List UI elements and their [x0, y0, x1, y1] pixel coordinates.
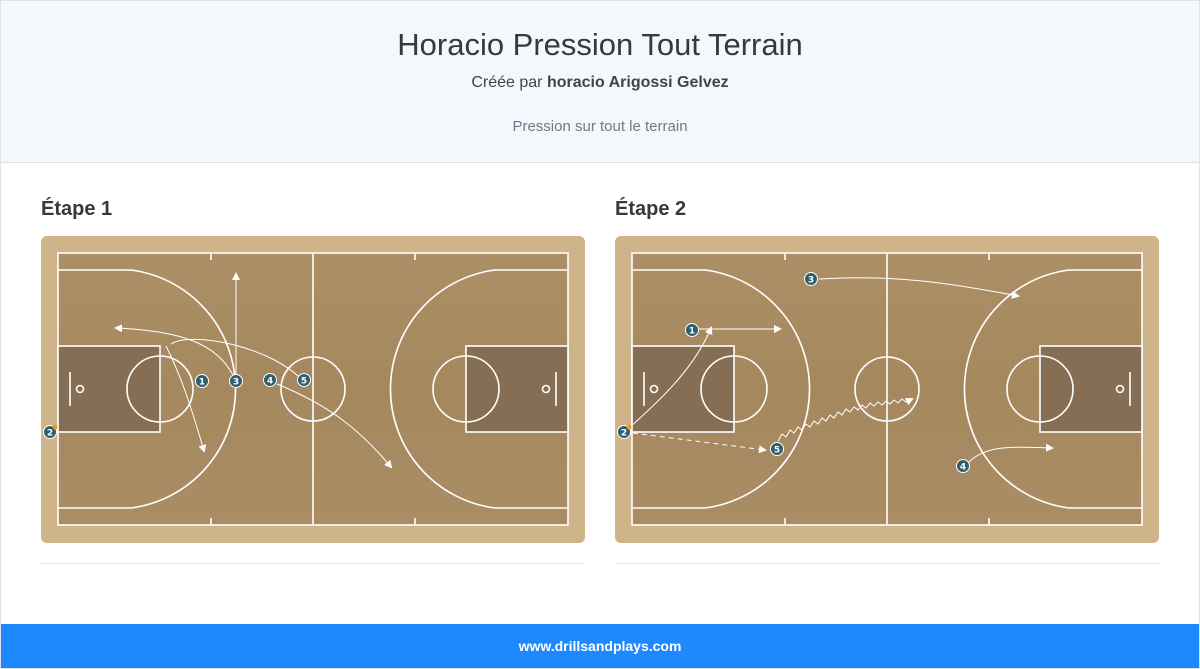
movement-arrow — [170, 338, 304, 382]
footer-site-link[interactable]: www.drillsandplays.com — [518, 638, 682, 654]
player-number: 5 — [301, 377, 307, 387]
dribble-arrow — [777, 398, 914, 442]
step-1-player-3[interactable]: 3 — [229, 374, 243, 388]
player-number: 4 — [960, 463, 966, 473]
movement-arrow — [968, 443, 1054, 463]
step-2-court: 1 2 3 4 5 — [615, 236, 1159, 543]
step-1-title: Étape 1 — [41, 198, 113, 220]
step-1-player-2[interactable]: 2 — [43, 424, 58, 439]
ball-icon — [626, 424, 632, 430]
movement-arrow — [629, 326, 713, 428]
step-1-player-1[interactable]: 1 — [195, 374, 209, 388]
ball-icon — [52, 424, 58, 430]
step-1-court: 1 2 3 4 5 — [41, 236, 585, 543]
movement-arrow — [818, 277, 1020, 299]
player-number: 1 — [199, 378, 205, 388]
step-2-player-1[interactable]: 1 — [685, 323, 699, 337]
player-number: 4 — [267, 377, 273, 387]
step-2-player-4[interactable]: 4 — [956, 459, 970, 473]
step-2-player-2[interactable]: 2 — [617, 424, 632, 439]
step-2-divider — [615, 563, 1159, 564]
step-2-player-5[interactable]: 5 — [770, 442, 784, 456]
movement-arrow — [276, 383, 393, 469]
footer: www.drillsandplays.com — [1, 624, 1199, 668]
player-number: 3 — [808, 276, 814, 286]
step-1-movements — [114, 272, 393, 469]
step-1-player-5[interactable]: 5 — [297, 373, 311, 387]
byline-prefix: Créée par — [471, 74, 543, 91]
player-number: 5 — [774, 446, 780, 456]
step-2-title: Étape 2 — [615, 198, 687, 220]
step-1-divider — [41, 563, 585, 564]
court-lines — [57, 252, 569, 526]
page-title: Horacio Pression Tout Terrain — [397, 27, 803, 62]
player-number: 1 — [689, 327, 695, 337]
pass-arrow — [632, 432, 767, 454]
play-description: Pression sur tout le terrain — [512, 118, 688, 135]
author-name: horacio Arigossi Gelvez — [546, 74, 729, 91]
header: Horacio Pression Tout Terrain Créée par … — [1, 1, 1199, 163]
movement-arrow — [165, 345, 207, 453]
movement-arrow — [114, 324, 237, 382]
player-number: 2 — [621, 429, 627, 439]
player-number: 3 — [233, 378, 239, 388]
step-2-player-3[interactable]: 3 — [804, 272, 818, 286]
step-1-player-4[interactable]: 4 — [263, 373, 277, 387]
court-lines — [631, 252, 1143, 526]
step-2-movements — [629, 277, 1054, 463]
player-number: 2 — [47, 429, 53, 439]
byline: Créée par horacio Arigossi Gelvez — [1, 74, 1199, 92]
